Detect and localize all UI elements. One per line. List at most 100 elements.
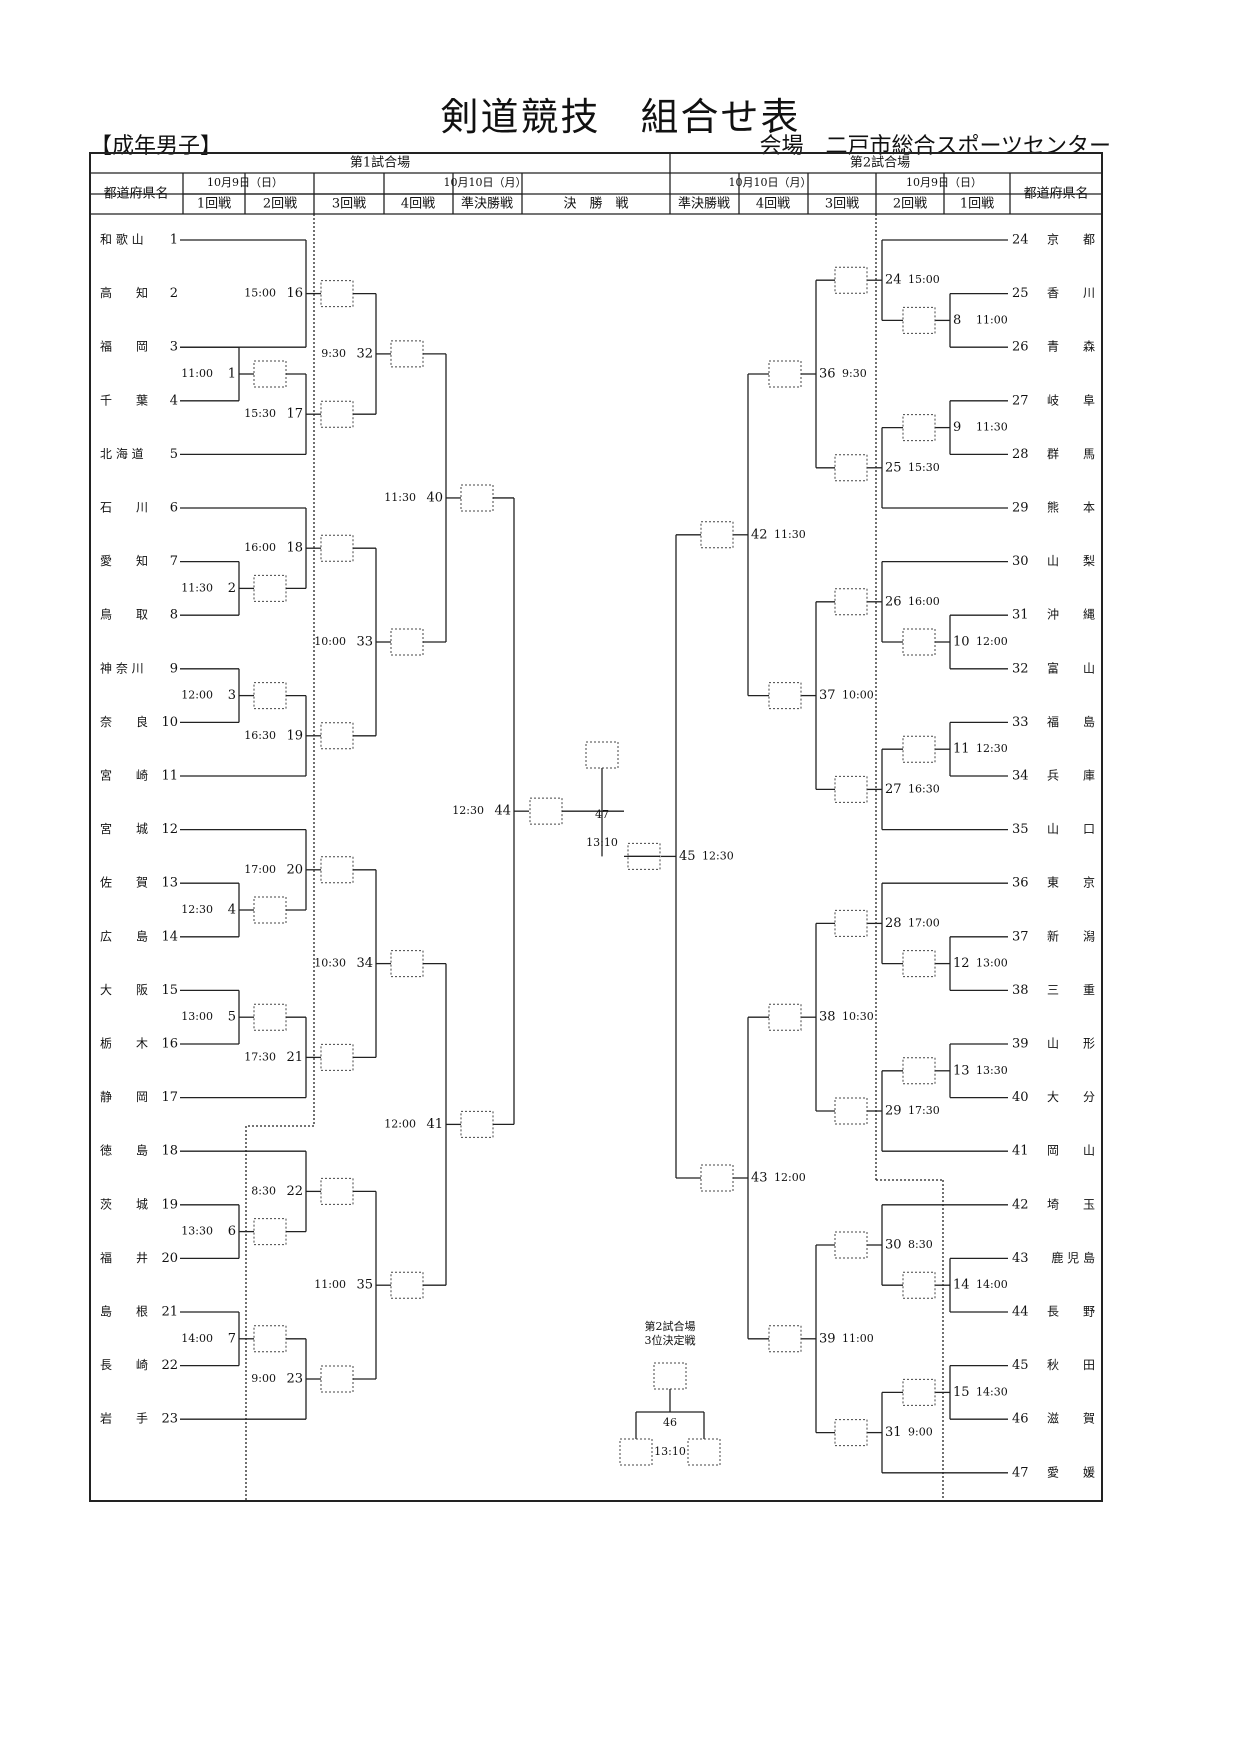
- third-place-court: 第2試合場: [645, 1319, 696, 1333]
- match-number: 26: [885, 594, 902, 609]
- match-number: 3: [228, 688, 236, 703]
- match-number: 11: [953, 742, 970, 757]
- team-seed: 30: [1012, 554, 1029, 569]
- team-name: 北 海 道: [100, 446, 144, 461]
- score-box: [253, 1218, 287, 1246]
- score-box: [834, 909, 868, 937]
- team-name: 大 分: [1047, 1090, 1095, 1104]
- date-header: 10月10日（月）: [729, 176, 812, 189]
- match-number: 2: [228, 581, 236, 596]
- score-box: [834, 588, 868, 616]
- match-number: 15: [953, 1385, 970, 1400]
- match-time: 11:00: [976, 313, 1008, 326]
- team-name: 秋 田: [1047, 1358, 1095, 1372]
- match-time: 14:00: [181, 1332, 213, 1345]
- team-name: 栃 木: [100, 1037, 148, 1051]
- team-name: 山 形: [1047, 1037, 1095, 1051]
- score-box: [320, 534, 354, 562]
- match-time: 12:30: [702, 849, 734, 862]
- team-seed: 10: [161, 715, 178, 730]
- score-box: [700, 1164, 734, 1192]
- score-box: [902, 950, 936, 978]
- match-time: 12:30: [452, 804, 484, 817]
- team-name: 鳥 取: [100, 607, 148, 622]
- team-seed: 26: [1012, 340, 1029, 355]
- score-box: [253, 682, 287, 710]
- team-seed: 28: [1012, 447, 1029, 462]
- score-box: [320, 280, 354, 308]
- match-number: 27: [885, 782, 902, 797]
- date-header: 10月9日（日）: [906, 176, 982, 189]
- match-number: 37: [819, 688, 836, 703]
- score-box: [768, 1003, 802, 1031]
- team-seed: 22: [161, 1358, 178, 1373]
- score-box: [619, 1438, 653, 1466]
- match-number: 38: [819, 1010, 836, 1025]
- team-seed: 17: [161, 1090, 178, 1105]
- match-time: 15:30: [244, 407, 276, 420]
- match-number: 39: [819, 1331, 836, 1346]
- team-seed: 32: [1012, 661, 1029, 676]
- match-time: 14:00: [976, 1278, 1008, 1291]
- date-header: 10月10日（月）: [444, 176, 527, 189]
- team-name: 佐 賀: [100, 876, 148, 890]
- match-number: 10: [953, 635, 970, 650]
- team-seed: 21: [161, 1305, 178, 1320]
- team-seed: 39: [1012, 1037, 1029, 1052]
- match-number: 16: [286, 286, 303, 301]
- team-seed: 43: [1012, 1251, 1029, 1266]
- team-seed: 47: [1012, 1465, 1029, 1480]
- match-number: 28: [885, 916, 902, 931]
- match-time: 15:30: [908, 461, 940, 474]
- score-box: [902, 628, 936, 656]
- match-time: 12:00: [774, 1171, 806, 1184]
- score-box: [390, 340, 424, 368]
- court2-label: 第2試合場: [850, 155, 910, 171]
- score-box: [902, 414, 936, 442]
- round-header: 準決勝戦: [461, 196, 513, 212]
- team-seed: 18: [161, 1144, 178, 1159]
- score-box: [768, 682, 802, 710]
- team-seed: 37: [1012, 929, 1029, 944]
- team-seed: 31: [1012, 608, 1029, 623]
- score-box: [253, 574, 287, 602]
- round-header: 4回戦: [756, 197, 790, 212]
- team-seed: 12: [161, 822, 178, 837]
- pref-header-left: 都道府県名: [103, 186, 168, 202]
- score-box: [253, 360, 287, 388]
- team-seed: 7: [170, 554, 178, 569]
- match-time: 9:30: [842, 367, 867, 380]
- team-name: 新 潟: [1047, 928, 1095, 943]
- team-name: 岩 手: [100, 1411, 148, 1426]
- match-number: 19: [286, 728, 303, 743]
- match-time: 11:30: [774, 528, 806, 541]
- round-header: 1回戦: [197, 197, 231, 212]
- round-header: 1回戦: [960, 197, 994, 212]
- score-box: [768, 1325, 802, 1353]
- team-seed: 29: [1012, 501, 1029, 516]
- team-name: 奈 良: [100, 714, 148, 729]
- match-time: 11:00: [842, 1332, 874, 1345]
- page-title: 剣道競技 組合せ表: [440, 95, 801, 139]
- match-time: 13:30: [181, 1225, 213, 1238]
- team-seed: 8: [170, 608, 178, 623]
- round-header: 準決勝戦: [678, 196, 730, 212]
- team-seed: 20: [161, 1251, 178, 1266]
- pref-header-right: 都道府県名: [1023, 186, 1088, 202]
- category-label: 【成年男子】: [90, 134, 223, 159]
- team-name: 群 馬: [1047, 447, 1095, 461]
- team-name: 茨 城: [100, 1197, 148, 1211]
- team-name: 広 島: [100, 928, 148, 943]
- match-number: 17: [286, 407, 303, 422]
- match-number: 4: [228, 903, 236, 918]
- round-header: 3回戦: [332, 197, 366, 212]
- team-seed: 41: [1012, 1144, 1029, 1159]
- team-seed: 34: [1012, 769, 1029, 784]
- third-place-label: 3位決定戦: [645, 1333, 696, 1347]
- match-time: 8:30: [908, 1238, 933, 1251]
- match-time: 9:00: [251, 1372, 276, 1385]
- match-time: 11:30: [384, 491, 416, 504]
- match-number: 34: [356, 956, 373, 971]
- score-box: [253, 896, 287, 924]
- score-box: [460, 1110, 494, 1138]
